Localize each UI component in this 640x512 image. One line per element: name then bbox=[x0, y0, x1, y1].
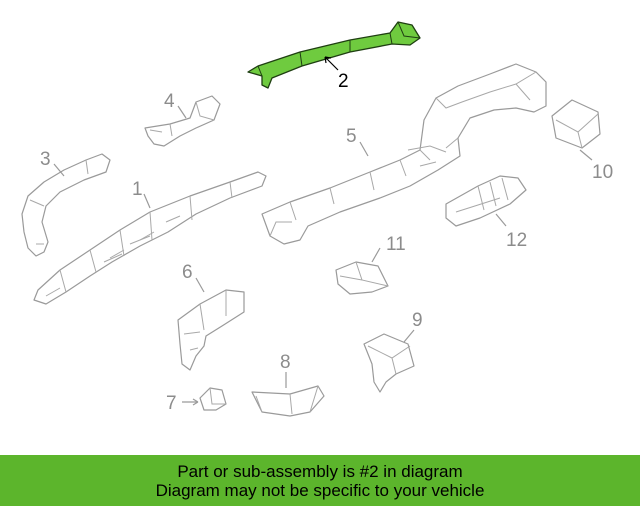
leader-2 bbox=[324, 56, 339, 71]
banner-line-2: Diagram may not be specific to your vehi… bbox=[155, 480, 485, 500]
part-6[interactable] bbox=[177, 289, 245, 371]
callout-1[interactable]: 1 bbox=[132, 179, 143, 200]
part-5[interactable] bbox=[261, 63, 547, 245]
part-7[interactable] bbox=[199, 387, 227, 411]
part-4[interactable] bbox=[144, 95, 221, 147]
part-11[interactable] bbox=[335, 261, 389, 295]
parts-diagram: 2 4 3 1 5 10 12 bbox=[21, 21, 613, 417]
callout-8[interactable]: 8 bbox=[280, 352, 291, 373]
callout-11[interactable]: 11 bbox=[386, 234, 406, 255]
part-12[interactable] bbox=[445, 175, 527, 227]
part-10[interactable] bbox=[551, 99, 601, 149]
callout-5[interactable]: 5 bbox=[346, 126, 357, 147]
part-8[interactable] bbox=[251, 385, 325, 417]
part-2-duct[interactable] bbox=[247, 21, 421, 89]
callout-3[interactable]: 3 bbox=[40, 149, 51, 170]
info-banner: Part or sub-assembly is #2 in diagram Di… bbox=[0, 455, 640, 506]
banner-line-1: Part or sub-assembly is #2 in diagram bbox=[177, 461, 463, 481]
callout-12[interactable]: 12 bbox=[506, 230, 527, 251]
callout-7[interactable]: 7 bbox=[166, 393, 177, 414]
callout-6[interactable]: 6 bbox=[182, 262, 193, 283]
callout-9[interactable]: 9 bbox=[412, 310, 423, 331]
part-9[interactable] bbox=[363, 333, 415, 393]
callout-2[interactable]: 2 bbox=[338, 71, 349, 92]
part-3[interactable] bbox=[21, 153, 111, 257]
part-1[interactable] bbox=[33, 171, 267, 305]
callout-10[interactable]: 10 bbox=[592, 162, 613, 183]
callout-4[interactable]: 4 bbox=[164, 91, 175, 112]
